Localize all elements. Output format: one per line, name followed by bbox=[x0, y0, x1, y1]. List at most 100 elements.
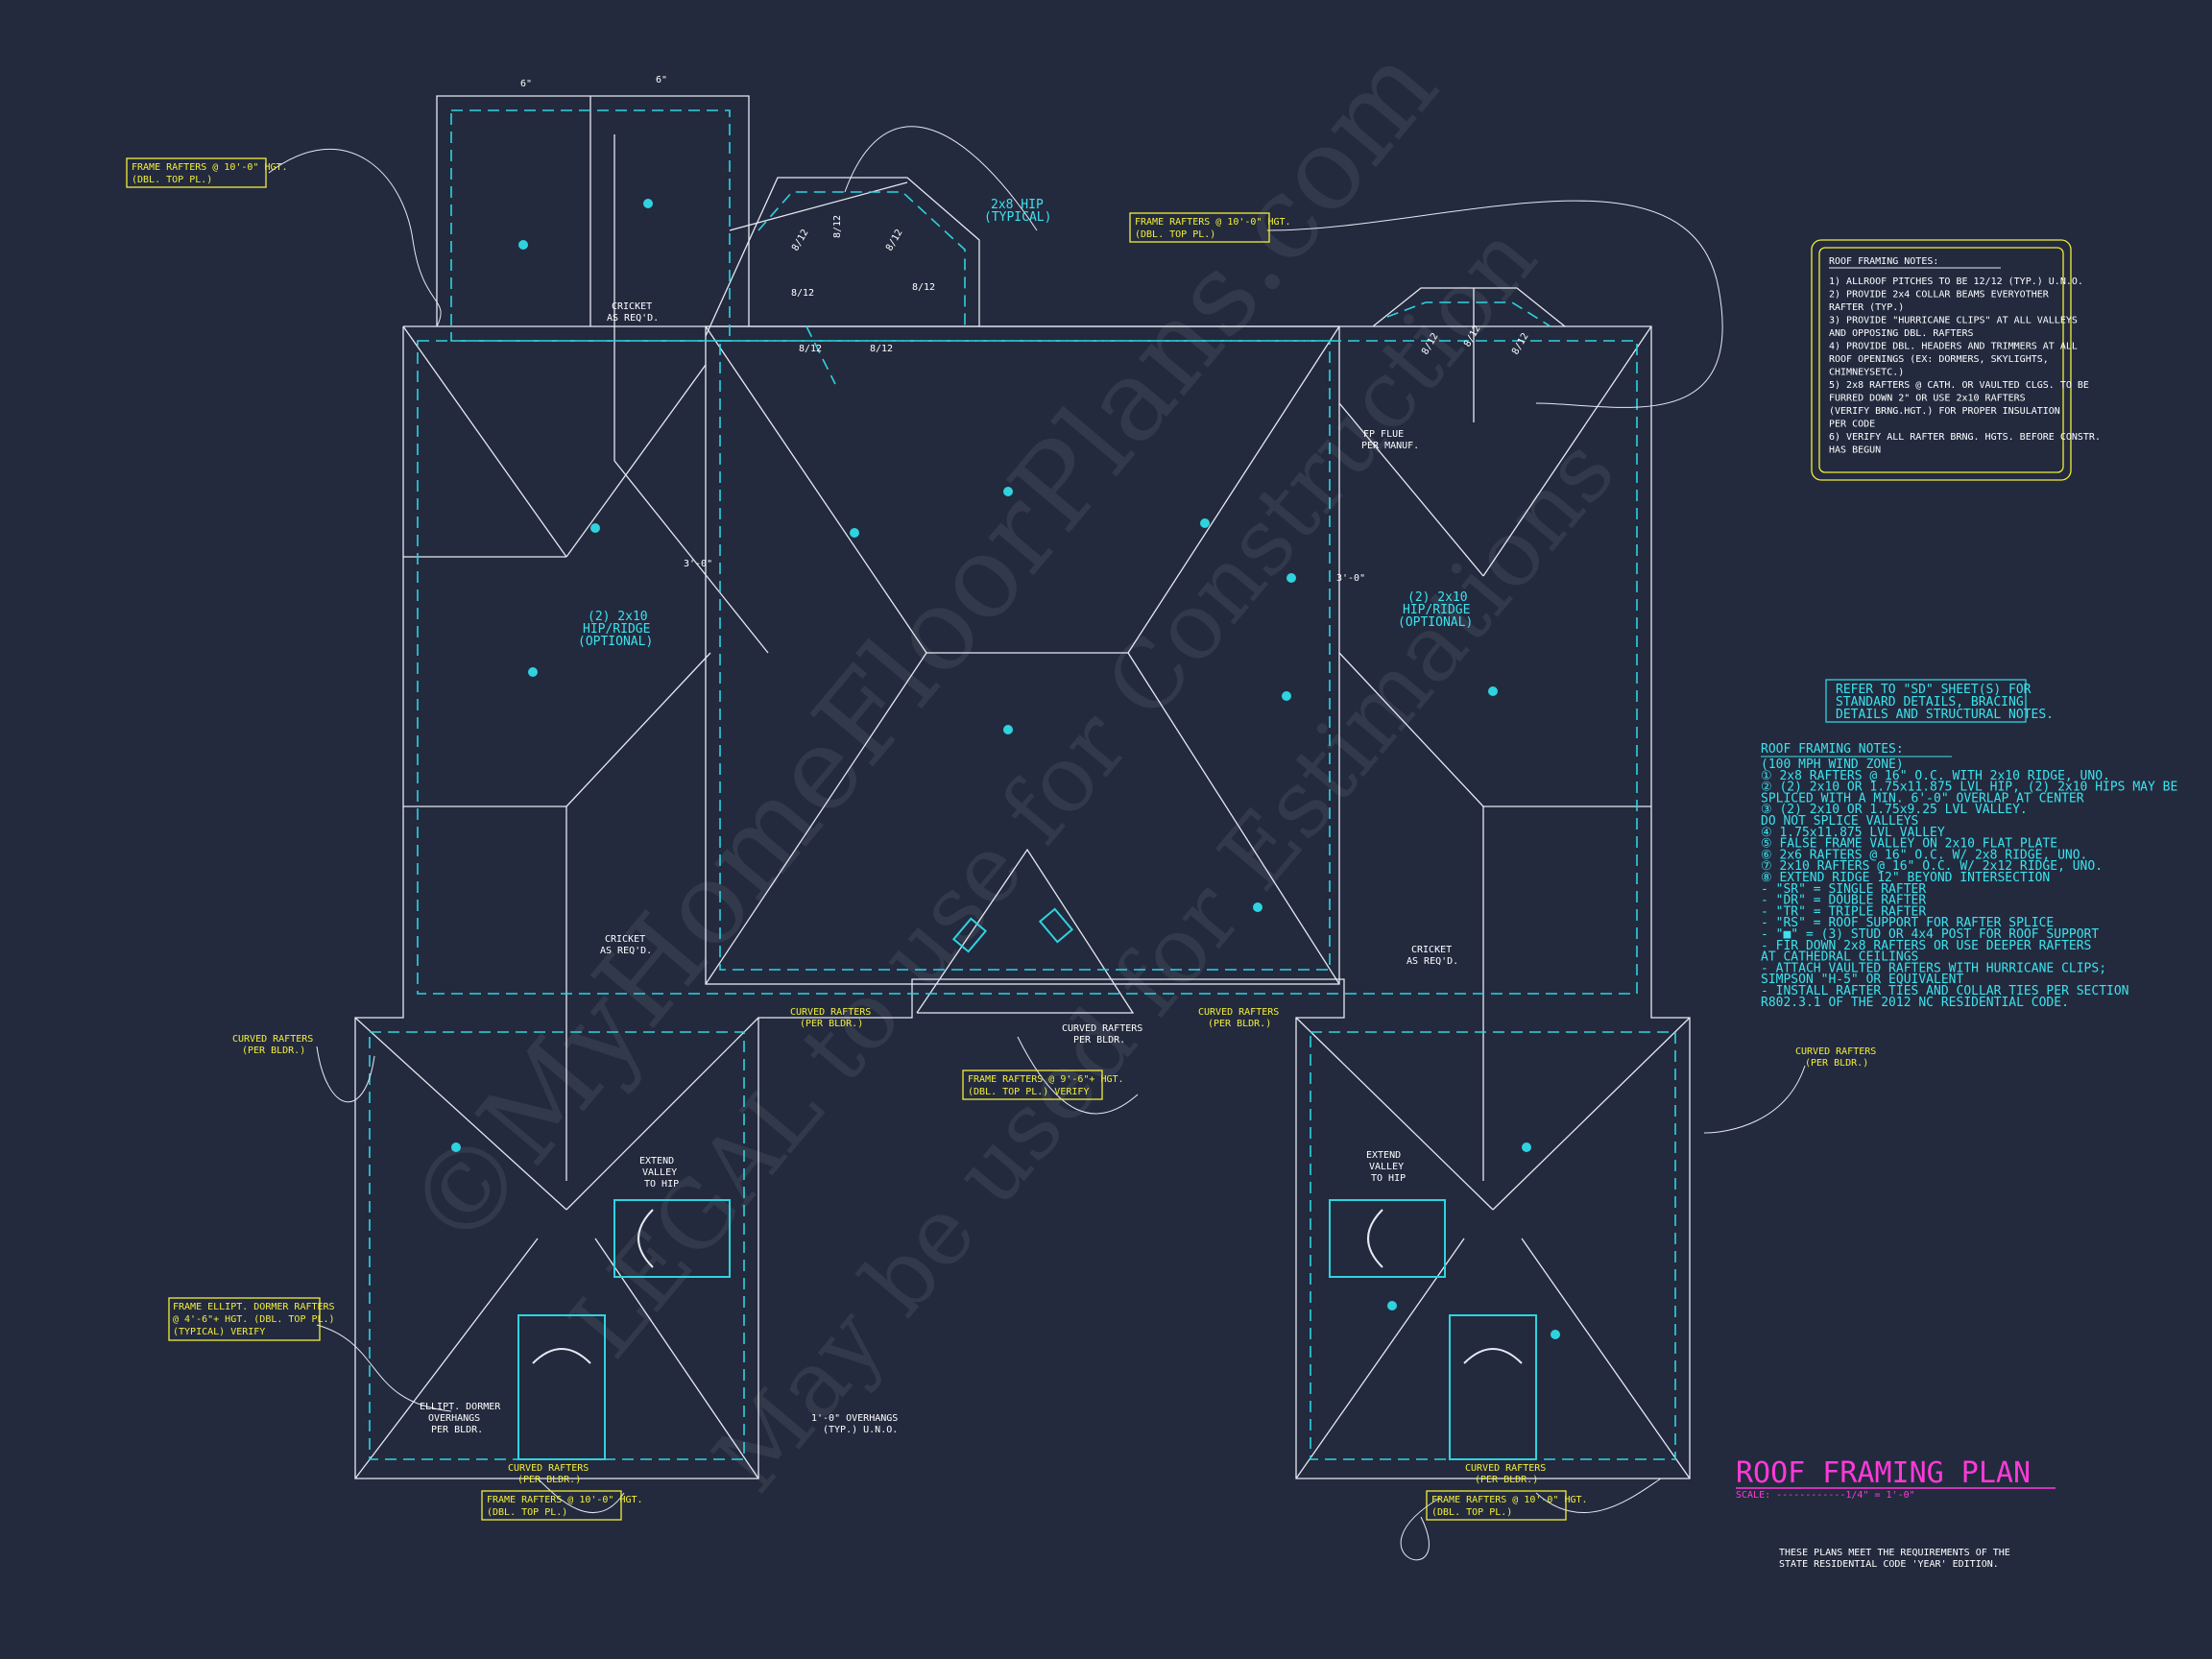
legend-line: - "TR" = TRIPLE RAFTER bbox=[1761, 904, 1926, 919]
hip-typical-2: (TYPICAL) bbox=[984, 210, 1051, 225]
callout-boxes bbox=[126, 157, 2072, 1521]
curved-per-bldr-2: PER BLDR. bbox=[1073, 1035, 1125, 1046]
callout-curved-center-right-1: CURVED RAFTERS bbox=[1198, 1007, 1279, 1018]
legend-line: - INSTALL RAFTER TIES AND COLLAR TIES PE… bbox=[1761, 984, 2129, 998]
legend-heading: ROOF FRAMING NOTES: bbox=[1761, 742, 1904, 757]
callout-frame-bottom-left-1: FRAME RAFTERS @ 10'-0" HGT. bbox=[487, 1495, 643, 1505]
callout-curved-right-1: CURVED RAFTERS bbox=[1795, 1046, 1876, 1057]
legend-line: ② (2) 2x10 OR 1.75x11.875 LVL HIP, (2) 2… bbox=[1761, 781, 2177, 795]
notes-line: (VERIFY BRNG.HGT.) FOR PROPER INSULATION bbox=[1829, 406, 2060, 417]
callout-frame-top-mid-2: (DBL. TOP PL.) bbox=[1135, 229, 1215, 240]
extend-left-3: TO HIP bbox=[644, 1179, 679, 1190]
notes-line: 6) VERIFY ALL RAFTER BRNG. HGTS. BEFORE … bbox=[1829, 432, 2101, 443]
callout-frame-top-mid-1: FRAME RAFTERS @ 10'-0" HGT. bbox=[1135, 217, 1291, 228]
callout-texts: FRAME RAFTERS @ 10'-0" HGT. (DBL. TOP PL… bbox=[132, 162, 1876, 1518]
sd-note-1: REFER TO "SD" SHEET(S) FOR bbox=[1836, 683, 2032, 697]
notes-heading: ROOF FRAMING NOTES: bbox=[1829, 256, 1938, 267]
extend-left-1: EXTEND bbox=[639, 1156, 674, 1166]
sd-note-box bbox=[1825, 679, 2027, 723]
tag bbox=[590, 523, 600, 533]
legend-line: - ATTACH VAULTED RAFTERS WITH HURRICANE … bbox=[1761, 961, 2106, 975]
ellipt-dormer-3: PER BLDR. bbox=[431, 1425, 483, 1435]
legend-line: (100 MPH WIND ZONE) bbox=[1761, 757, 1904, 772]
notes-line: RAFTER (TYP.) bbox=[1829, 302, 1904, 313]
notes-line: CHIMNEYSETC.) bbox=[1829, 368, 1904, 378]
legend-line: AT CATHEDRAL CEILINGS bbox=[1761, 950, 1918, 965]
notes-line: 3) PROVIDE "HURRICANE CLIPS" AT ALL VALL… bbox=[1829, 316, 2078, 326]
legend-line: - "SR" = SINGLE RAFTER bbox=[1761, 882, 1926, 897]
tag bbox=[1488, 686, 1498, 696]
callout-curved-bottom-right-2: (PER BLDR.) bbox=[1475, 1475, 1538, 1485]
hip-ridge-right-2: HIP/RIDGE bbox=[1403, 603, 1470, 617]
pitch: 8/12 bbox=[870, 344, 893, 354]
callout-frame-bottom-left-2: (DBL. TOP PL.) bbox=[487, 1507, 567, 1518]
cricket-right-1: CRICKET bbox=[1411, 945, 1452, 955]
legend-line: ④ 1.75x11.875 LVL VALLEY bbox=[1761, 826, 1945, 840]
overhangs-1: 1'-0" OVERHANGS bbox=[811, 1413, 898, 1424]
dim-top-b: 6" bbox=[656, 75, 667, 85]
extend-right-3: TO HIP bbox=[1371, 1173, 1406, 1184]
legend-line: DO NOT SPLICE VALLEYS bbox=[1761, 814, 1918, 829]
code-note-2: STATE RESIDENTIAL CODE 'YEAR' EDITION. bbox=[1779, 1559, 1999, 1570]
dim-right: 3'-0" bbox=[1336, 573, 1365, 584]
pitch: 8/12 bbox=[912, 282, 935, 293]
cricket-top-1: CRICKET bbox=[612, 301, 652, 312]
fp-flue-1: FP FLUE bbox=[1363, 429, 1404, 440]
notes-line: HAS BEGUN bbox=[1829, 445, 1881, 456]
hip-ridge-left-2: HIP/RIDGE bbox=[583, 622, 650, 637]
tag bbox=[528, 667, 538, 677]
extend-left-2: VALLEY bbox=[642, 1167, 677, 1178]
cricket-right-2: AS REQ'D. bbox=[1407, 956, 1458, 967]
callout-curved-right-2: (PER BLDR.) bbox=[1805, 1058, 1868, 1069]
hip-ridge-left-3: (OPTIONAL) bbox=[578, 635, 653, 649]
legend-line: ⑥ 2x6 RAFTERS @ 16" O.C. W/ 2x8 RIDGE, U… bbox=[1761, 848, 2087, 862]
legend: ROOF FRAMING NOTES: (100 MPH WIND ZONE)①… bbox=[1761, 742, 2177, 1010]
notes-line: 4) PROVIDE DBL. HEADERS AND TRIMMERS AT … bbox=[1829, 342, 2078, 352]
tag bbox=[1003, 487, 1013, 496]
tag bbox=[1387, 1301, 1397, 1310]
plan-title: ROOF FRAMING PLAN bbox=[1736, 1456, 2031, 1490]
callout-frame-bottom-right-1: FRAME RAFTERS @ 10'-0" HGT. bbox=[1431, 1495, 1588, 1505]
legend-line: - "RS" = ROOF SUPPORT FOR RAFTER SPLICE bbox=[1761, 916, 2054, 930]
cricket-left-2: AS REQ'D. bbox=[600, 946, 652, 956]
callout-curved-bottom-left-2: (PER BLDR.) bbox=[517, 1475, 581, 1485]
callout-curved-bottom-left-1: CURVED RAFTERS bbox=[508, 1463, 589, 1474]
callout-curved-center-left-1: CURVED RAFTERS bbox=[790, 1007, 871, 1018]
legend-line: ① 2x8 RAFTERS @ 16" O.C. WITH 2x10 RIDGE… bbox=[1761, 769, 2110, 783]
tag bbox=[1551, 1330, 1560, 1339]
pitch: 8/12 bbox=[790, 228, 811, 252]
notes-line: ROOF OPENINGS (EX: DORMERS, SKYLIGHTS, bbox=[1829, 354, 2049, 365]
callout-curved-left-2: (PER BLDR.) bbox=[242, 1046, 305, 1056]
tag bbox=[850, 528, 859, 538]
pitch: 8/12 bbox=[884, 228, 905, 252]
notes-line: PER CODE bbox=[1829, 420, 1875, 430]
legend-line: R802.3.1 OF THE 2012 NC RESIDENTIAL CODE… bbox=[1761, 996, 2069, 1010]
extend-right-2: VALLEY bbox=[1369, 1162, 1404, 1172]
tag bbox=[451, 1142, 461, 1152]
leader-lines bbox=[268, 126, 1806, 1561]
callout-frame-ellipt-2: @ 4'-6"+ HGT. (DBL. TOP PL.) bbox=[173, 1314, 335, 1325]
pitch: 8/12 bbox=[799, 344, 822, 354]
notes-line: 5) 2x8 RAFTERS @ CATH. OR VAULTED CLGS. … bbox=[1829, 380, 2089, 391]
hip-ridge-right-3: (OPTIONAL) bbox=[1398, 615, 1473, 630]
plan-scale: SCALE: ------------1/4" = 1'-0" bbox=[1736, 1490, 1915, 1501]
tag bbox=[1003, 725, 1013, 734]
overhangs-2: (TYP.) U.N.O. bbox=[823, 1425, 898, 1435]
legend-line: ⑦ 2x10 RAFTERS @ 16" O.C. W/ 2x12 RIDGE,… bbox=[1761, 859, 2103, 874]
callout-curved-left-1: CURVED RAFTERS bbox=[232, 1034, 313, 1045]
title-block: ROOF FRAMING PLAN SCALE: ------------1/4… bbox=[1736, 1456, 2056, 1570]
callout-frame-ellipt-3: (TYPICAL) VERIFY bbox=[173, 1327, 265, 1337]
notes-line: 1) ALLROOF PITCHES TO BE 12/12 (TYP.) U.… bbox=[1829, 276, 2083, 287]
legend-line: - FIR DOWN 2x8 RAFTERS OR USE DEEPER RAF… bbox=[1761, 939, 2091, 953]
legend-line: SPLICED WITH A MIN. 6'-0" OVERLAP AT CEN… bbox=[1761, 791, 2084, 805]
dormer-openings bbox=[517, 907, 1537, 1460]
callout-frame-bottom-right-2: (DBL. TOP PL.) bbox=[1431, 1507, 1512, 1518]
notes-line: AND OPPOSING DBL. RAFTERS bbox=[1829, 328, 1974, 339]
sd-note-3: DETAILS AND STRUCTURAL NOTES. bbox=[1836, 708, 2054, 722]
tag bbox=[643, 199, 653, 208]
callout-curved-bottom-right-1: CURVED RAFTERS bbox=[1465, 1463, 1546, 1474]
hip-ridge-right-1: (2) 2x10 bbox=[1407, 590, 1468, 605]
legend-line: ③ (2) 2x10 OR 1.75x9.25 LVL VALLEY. bbox=[1761, 803, 2028, 817]
ellipt-dormer-1: ELLIPT. DORMER bbox=[420, 1402, 501, 1412]
